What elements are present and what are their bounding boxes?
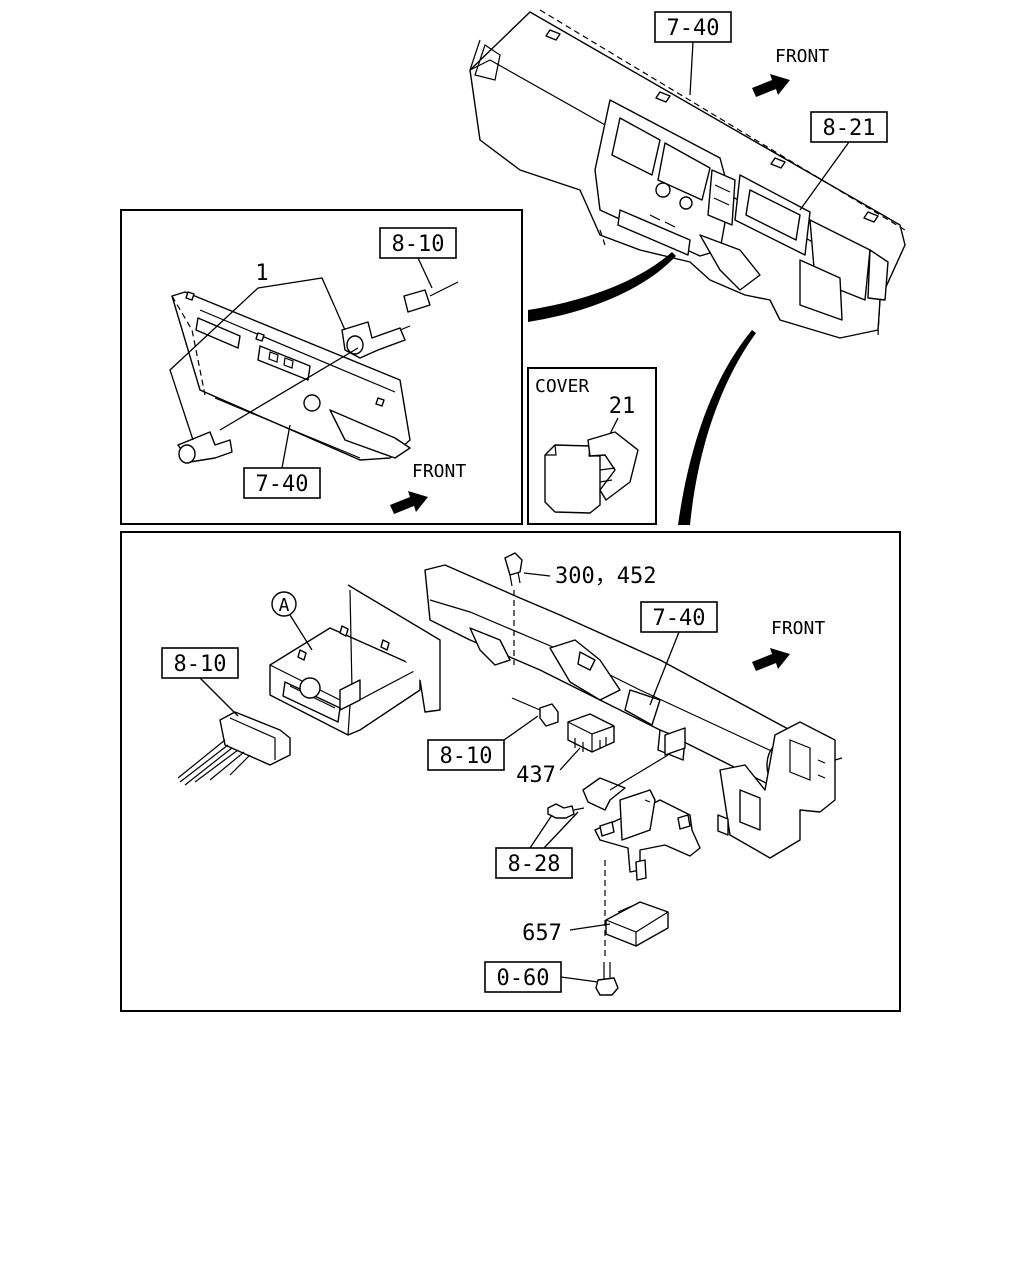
label-8-21: 8-21 [823, 116, 876, 141]
small-connector [511, 697, 559, 727]
part-657 [605, 901, 669, 947]
detail-swoosh-left [528, 252, 676, 322]
bolt-0-60 [595, 962, 619, 996]
label-7-40-top: 7-40 [667, 16, 720, 41]
label-a: A [279, 595, 290, 616]
front-arrow-icon [752, 74, 790, 97]
label-0-60: 0-60 [497, 966, 550, 991]
callout-a-circle [271, 591, 297, 617]
label-box-8-10-mid [427, 739, 505, 771]
wire-harness-connector [177, 711, 291, 786]
main-assembly-frame [120, 531, 901, 1012]
detail-swoosh-right [678, 330, 756, 525]
switch-panel-assembly [171, 281, 459, 464]
control-module-a [269, 584, 441, 736]
label-front-inset: FRONT [412, 461, 466, 482]
inset-switch-panel-frame [120, 209, 523, 525]
dashboard-assembly [469, 9, 906, 339]
label-box-7-40-main [640, 601, 718, 633]
label-8-10-inset: 8-10 [392, 232, 445, 257]
label-7-40-inset: 7-40 [256, 472, 309, 497]
lower-bracket-assembly [582, 727, 701, 881]
label-7-40-main: 7-40 [653, 606, 706, 631]
right-bracket [717, 721, 843, 859]
label-front-main: FRONT [771, 618, 825, 639]
label-21: 21 [609, 394, 636, 419]
label-8-10-left: 8-10 [174, 652, 227, 677]
label-437: 437 [516, 763, 556, 788]
front-arrow-icon [752, 648, 790, 671]
label-front-top: FRONT [775, 46, 829, 67]
label-8-28: 8-28 [508, 852, 561, 877]
label-box-7-40-top [654, 11, 732, 43]
label-8-10-mid: 8-10 [440, 744, 493, 769]
label-box-8-10-inset [379, 227, 457, 259]
label-box-8-10-left [161, 647, 239, 679]
bolt-300-452 [504, 552, 523, 587]
label-1: 1 [255, 261, 268, 286]
label-box-8-28 [495, 847, 573, 879]
inset-cover-frame [527, 367, 657, 525]
label-cover: COVER [535, 376, 589, 397]
label-box-0-60 [484, 961, 562, 993]
front-arrow-icon [390, 491, 428, 514]
label-657: 657 [522, 921, 562, 946]
bolt-8-28 [547, 803, 585, 819]
relay-437 [567, 713, 615, 753]
cover-part [544, 431, 639, 514]
label-300-452: 300，452 [555, 564, 656, 589]
